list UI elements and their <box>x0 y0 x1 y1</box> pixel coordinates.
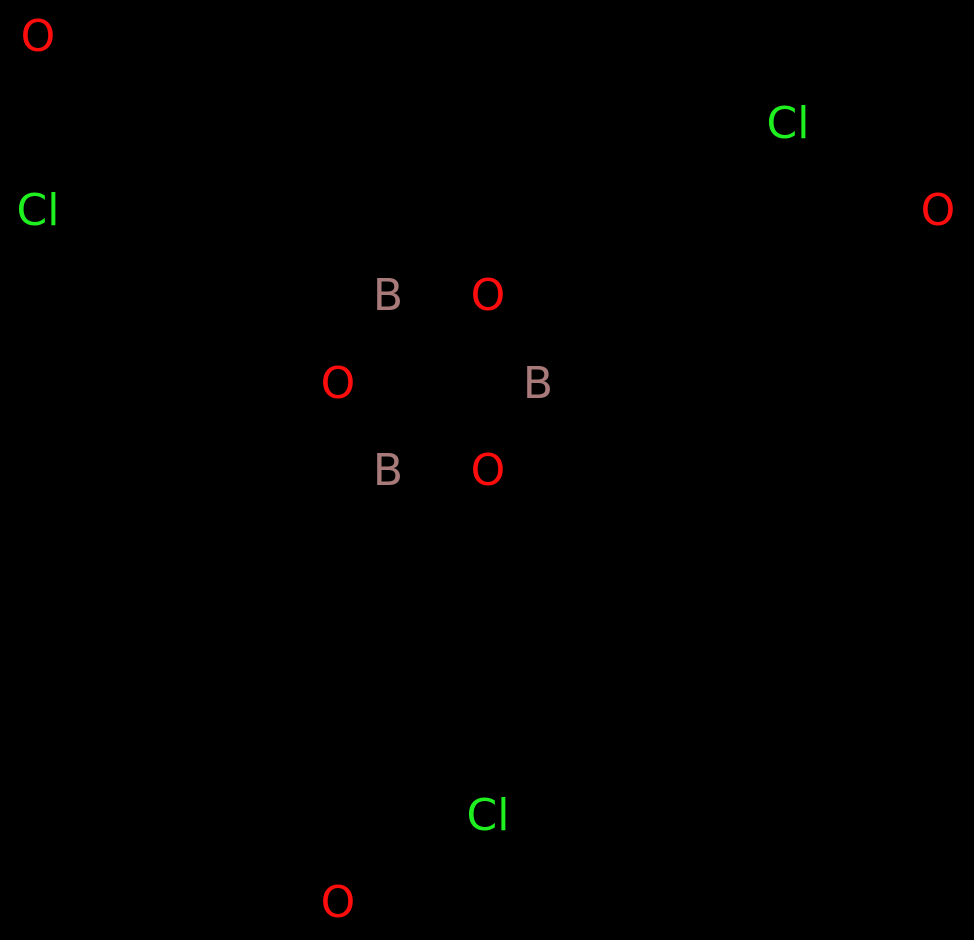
bond-line <box>829 174 920 210</box>
bond-line <box>298 178 370 280</box>
bond-line <box>173 108 302 182</box>
bond-line <box>698 134 768 202</box>
bond-line <box>406 488 472 622</box>
atom-label-b3: B <box>372 445 404 496</box>
bond-group <box>32 46 920 883</box>
bond-line <box>486 316 530 368</box>
atom-label-cl1: Cl <box>16 185 60 236</box>
atom-label-o3: O <box>470 270 506 321</box>
bond-line <box>58 209 177 242</box>
atom-label-o6: O <box>320 877 356 928</box>
atom-label-b2: B <box>522 358 554 409</box>
bond-line <box>346 316 382 364</box>
bond-line <box>338 404 380 451</box>
atom-label-cl3: Cl <box>466 790 510 841</box>
bond-line <box>496 404 540 455</box>
atom-label-o2: O <box>920 185 956 236</box>
atom-label-o1: O <box>20 11 56 62</box>
bond-line <box>558 248 790 374</box>
atom-label-o4: O <box>320 358 356 409</box>
atom-label-cl2: Cl <box>766 98 810 149</box>
bond-line <box>58 46 177 112</box>
atom-label-o5: O <box>470 445 506 496</box>
atom-label-b1: B <box>372 270 404 321</box>
bond-line <box>826 181 917 217</box>
